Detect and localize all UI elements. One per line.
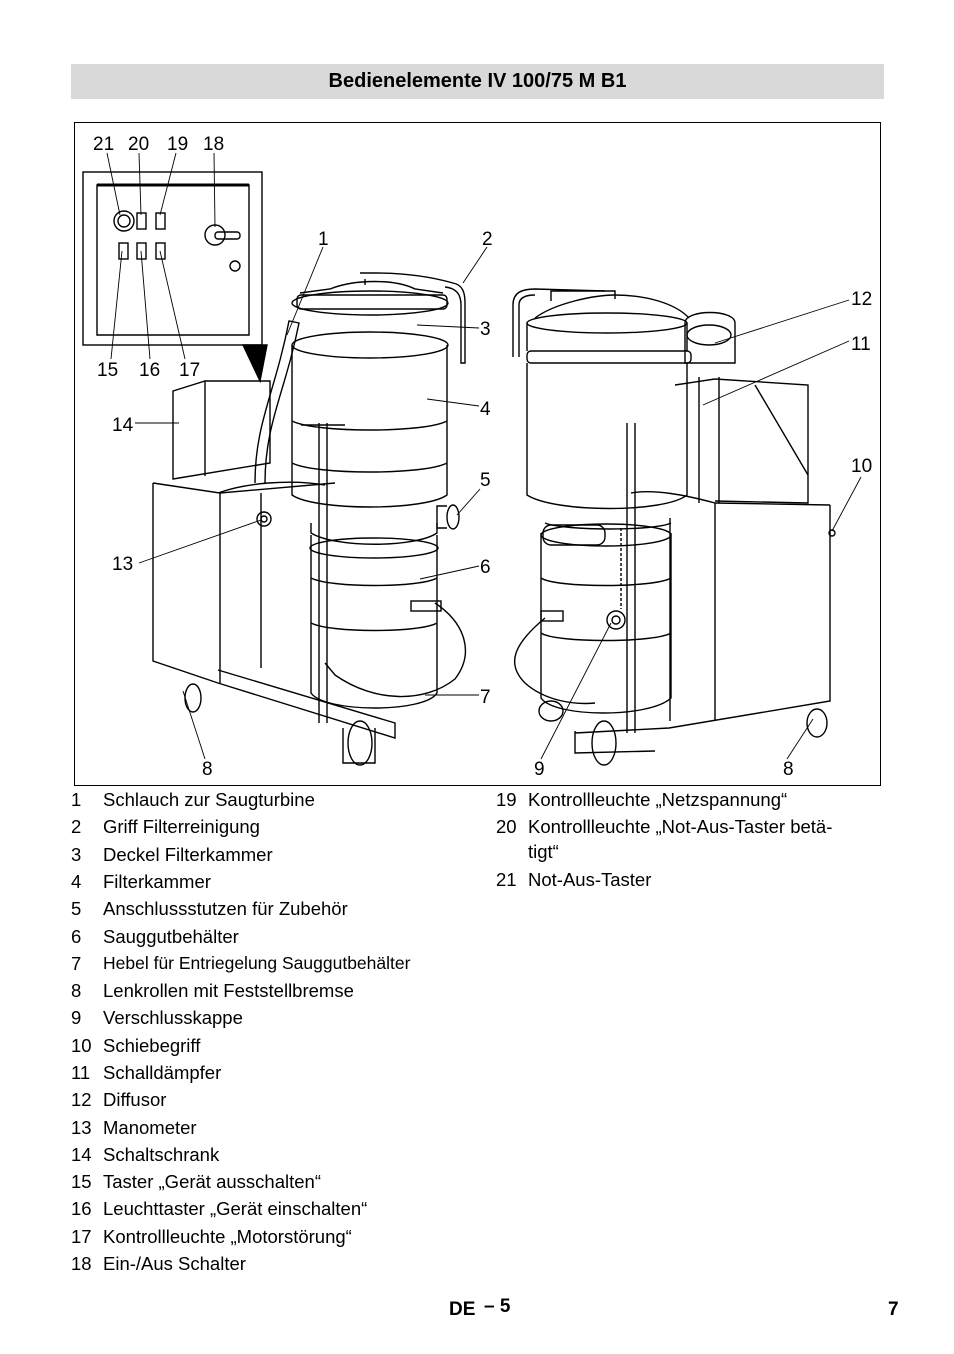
legend-text: Sauggutbehälter [103,926,239,947]
legend-text: Schlauch zur Saugturbine [103,789,315,810]
legend-text: Ein-/Aus Schalter [103,1253,246,1274]
legend-num: 18 [71,1253,92,1274]
legend-num: 14 [71,1144,92,1165]
legend-text: Kontrollleuchte „Not-Aus-Taster betä- [528,816,833,837]
legend-text: Schalldämpfer [103,1062,222,1083]
device-illustration: 21 20 19 18 1 2 3 4 5 6 7 8 15 16 17 14 … [74,122,881,786]
vacuum-drawing [82,152,862,766]
legend-num: 21 [496,869,517,890]
legend-num: 7 [71,953,82,974]
callout-16: 16 [139,360,161,381]
callout-15: 15 [97,360,119,381]
legend-num: 19 [496,789,517,810]
callout-17: 17 [179,360,201,381]
legend-num: 9 [71,1007,82,1028]
footer-language: DE [449,1299,476,1320]
legend-num: 2 [71,816,82,837]
callout-8-right: 8 [783,759,794,780]
legend-num: 20 [496,816,517,837]
right-machine [512,288,836,766]
callout-9: 9 [534,759,545,780]
callout-7: 7 [480,687,491,708]
legend-text: tigt“ [528,841,559,862]
callout-11: 11 [851,334,871,355]
legend-text: Schaltschrank [103,1144,220,1165]
callout-19: 19 [167,134,189,155]
page-title-text: Bedienelemente IV 100/75 M B1 [328,70,627,92]
legend-num: 10 [71,1035,92,1056]
legend-num: 5 [71,898,82,919]
legend-text: Leuchttaster „Gerät einschalten“ [103,1198,368,1219]
legend-num: 12 [71,1089,92,1110]
legend-text: Diffusor [103,1089,167,1110]
legend-text: Manometer [103,1117,197,1138]
callout-3: 3 [480,319,491,340]
callout-8-left: 8 [202,759,213,780]
callout-4: 4 [480,399,491,420]
page-title: Bedienelemente IV 100/75 M B1 [71,64,884,99]
legend-num: 3 [71,844,82,865]
legend-text: Not-Aus-Taster [528,869,652,890]
legend-text: Deckel Filterkammer [103,844,273,865]
legend-text: Lenkrollen mit Feststellbremse [103,980,354,1001]
legend-num: 13 [71,1117,92,1138]
legend-text: Kontrollleuchte „Motorstörung“ [103,1226,352,1247]
legend-num: 11 [71,1062,91,1083]
callout-1: 1 [318,229,329,250]
left-machine [152,272,467,766]
legend-num: 15 [71,1171,92,1192]
legend-text: Kontrollleuchte „Netzspannung“ [528,789,788,810]
callout-12: 12 [851,289,873,310]
control-panel-inset [82,171,268,384]
callout-18: 18 [203,134,225,155]
callout-21: 21 [93,134,115,155]
page-number: 7 [888,1299,899,1320]
legend-text: Filterkammer [103,871,211,892]
callout-20: 20 [128,134,150,155]
callout-5: 5 [480,470,491,491]
callout-2: 2 [482,229,493,250]
legend-text: Hebel für Entriegelung Sauggutbehälter [103,953,411,973]
footer-section-page: – 5 [484,1296,511,1317]
legend-text: Verschlusskappe [103,1007,243,1028]
callout-10: 10 [851,456,873,477]
callout-6: 6 [480,557,491,578]
legend-num: 8 [71,980,82,1001]
legend-num: 6 [71,926,82,947]
legend-num: 4 [71,871,82,892]
callout-14: 14 [112,415,134,436]
legend-text: Taster „Gerät ausschalten“ [103,1171,321,1192]
callout-13: 13 [112,554,134,575]
legend-text: Griff Filterreinigung [103,816,260,837]
legend-num: 1 [71,789,82,810]
legend-text: Schiebegriff [103,1035,201,1056]
legend-num: 17 [71,1226,92,1247]
legend-num: 16 [71,1198,92,1219]
legend-text: Anschlussstutzen für Zubehör [103,898,348,919]
